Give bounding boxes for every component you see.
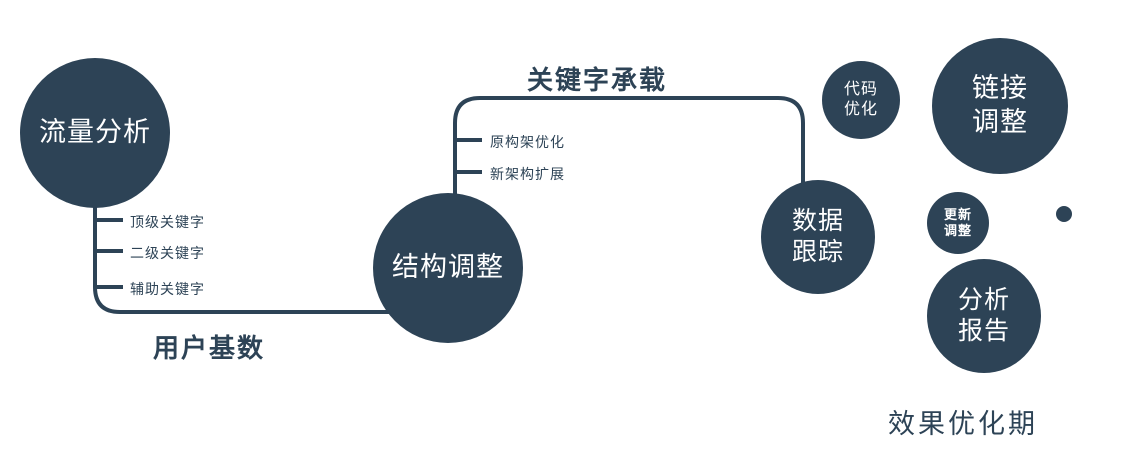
branch-label-top-keyword: 顶级关键字 [130,214,205,230]
circle-structure-adjustment-label: 结构调整 [392,252,504,283]
branch-label-second-keyword: 二级关键字 [130,245,205,261]
circle-update-adjustment-line1: 更新 [943,206,972,222]
edge-label-keyword-bearing: 关键字承载 [527,65,668,95]
branch-label-arch-optimize: 原构架优化 [490,134,565,150]
circle-link-adjustment: 链接 调整 [932,38,1068,174]
circle-update-adjustment: 更新 调整 [927,192,989,254]
circle-analysis-report-line2: 报告 [957,317,1010,345]
circle-traffic-analysis: 流量分析 [20,58,170,208]
circle-link-adjustment-line2: 调整 [972,107,1028,137]
circle-code-optimization-line1: 代码 [843,81,878,98]
circle-data-tracking-line2: 跟踪 [791,238,844,266]
circle-code-optimization: 代码 优化 [822,61,900,139]
flow-path-structure-to-tracking [453,96,805,205]
circle-structure-adjustment: 结构调整 [373,193,523,343]
circle-data-tracking: 数据 跟踪 [761,180,875,294]
circle-link-adjustment-line1: 链接 [972,73,1028,104]
circle-update-adjustment-line2: 调整 [943,223,972,238]
circle-data-tracking-line1: 数据 [791,206,844,235]
circle-analysis-report-line1: 分析 [957,285,1010,314]
edge-label-user-base: 用户基数 [153,333,266,363]
branch-label-aux-keyword: 辅助关键字 [130,281,205,297]
circle-analysis-report: 分析 报告 [927,259,1041,373]
circle-code-optimization-line2: 优化 [843,101,878,118]
dot-marker [1056,206,1072,222]
circle-traffic-analysis-label: 流量分析 [39,117,151,148]
branch-label-arch-expand: 新架构扩展 [490,166,565,182]
footer-label-effect-optimization: 效果优化期 [888,409,1038,439]
